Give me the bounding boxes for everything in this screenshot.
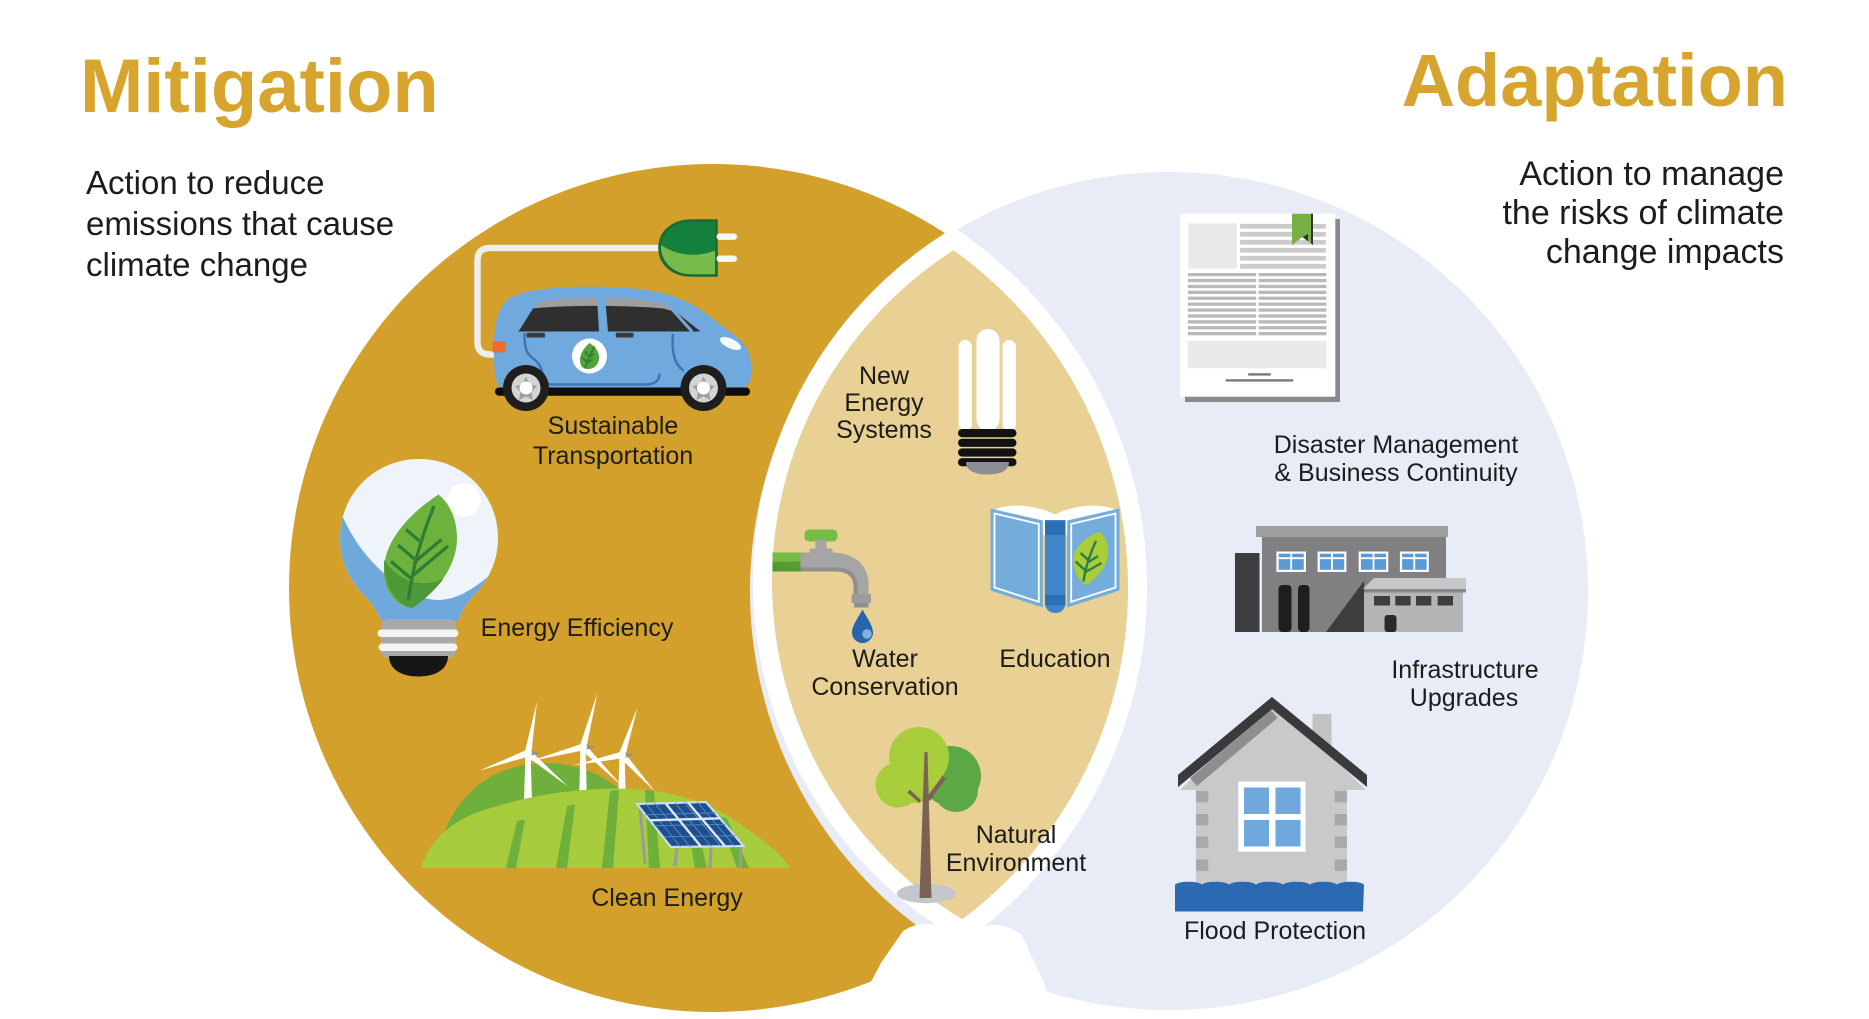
svg-text:Upgrades: Upgrades	[1410, 684, 1518, 712]
svg-text:& Business Continuity: & Business Continuity	[1274, 459, 1518, 487]
svg-text:Infrastructure: Infrastructure	[1391, 656, 1538, 684]
svg-text:Conservation: Conservation	[811, 673, 958, 701]
svg-text:Mitigation: Mitigation	[80, 44, 439, 129]
svg-text:Adaptation: Adaptation	[1402, 39, 1788, 122]
svg-text:Natural: Natural	[976, 821, 1057, 849]
svg-text:Energy: Energy	[844, 389, 924, 417]
svg-text:Clean Energy: Clean Energy	[591, 884, 743, 912]
svg-text:Action to reduce: Action to reduce	[86, 164, 324, 201]
svg-text:Systems: Systems	[836, 416, 932, 444]
svg-text:the risks of climate: the risks of climate	[1502, 194, 1784, 232]
svg-text:Education: Education	[999, 645, 1110, 673]
svg-text:New: New	[859, 362, 910, 390]
svg-text:Transportation: Transportation	[533, 442, 693, 470]
svg-text:Flood Protection: Flood Protection	[1184, 917, 1366, 945]
svg-text:Sustainable: Sustainable	[548, 412, 679, 440]
svg-text:climate change: climate change	[86, 246, 308, 283]
svg-text:emissions that cause: emissions that cause	[86, 205, 394, 242]
svg-text:Action to manage: Action to manage	[1519, 155, 1784, 193]
svg-text:Water: Water	[852, 645, 918, 673]
svg-text:Environment: Environment	[946, 849, 1086, 877]
svg-text:Energy Efficiency: Energy Efficiency	[481, 614, 674, 642]
svg-text:change impacts: change impacts	[1546, 233, 1784, 271]
svg-text:Disaster Management: Disaster Management	[1274, 431, 1519, 459]
